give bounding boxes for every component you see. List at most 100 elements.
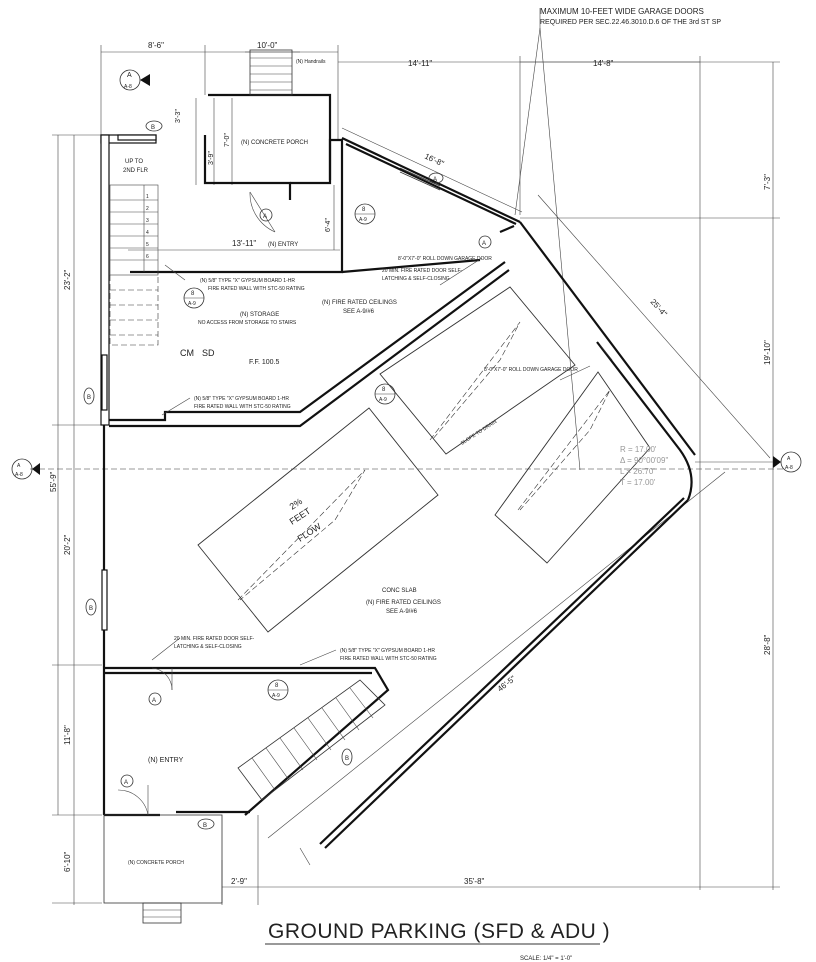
svg-text:1: 1 [146, 194, 149, 200]
fire-ceiling-top-line1: (N) FIRE RATED CEILINGS [322, 300, 397, 306]
svg-text:3: 3 [146, 218, 149, 224]
fire-ceiling-bot-line2: SEE A-9/#6 [386, 609, 418, 615]
conc-slab-label: CONC SLAB [382, 588, 417, 594]
parking-stall-top [379, 286, 576, 455]
svg-text:B: B [151, 125, 155, 131]
title-block: GROUND PARKING (SFD & ADU ) SCALE: 1/4" … [265, 920, 610, 962]
dim-right-7-3: 7'-3" [763, 174, 772, 190]
concrete-porch-bottom-label: (N) CONCRETE PORCH [128, 860, 184, 866]
fire-door-bot-line2: LATCHING & SELF-CLOSING [174, 644, 242, 650]
svg-text:B: B [203, 823, 207, 829]
gypsum-bot-line1: (N) 5/8" TYPE "X" GYPSUM BOARD 1-HR [340, 648, 435, 654]
dim-top-left: 8'-6" [148, 41, 164, 50]
leader-lines [151, 257, 591, 666]
dim-porch-3-9: 3'-9" [208, 151, 215, 165]
svg-text:B: B [87, 395, 91, 401]
svg-text:A-9: A-9 [272, 693, 280, 699]
dim-diag-16-8: 16'-8" [423, 152, 445, 169]
svg-text:8: 8 [191, 291, 195, 297]
sd-label: SD [202, 348, 215, 358]
cm-label: CM [180, 348, 194, 358]
dimension-lines [30, 8, 784, 905]
gypsum-top-line2: FIRE RATED WALL WITH STC-50 RATING [208, 286, 305, 292]
svg-text:B: B [345, 756, 349, 762]
dim-entry-depth: 6'-4" [325, 218, 332, 232]
entry-top-label: (N) ENTRY [268, 242, 298, 248]
building-walls [100, 49, 696, 924]
drawing-title: GROUND PARKING (SFD & ADU ) [268, 920, 610, 943]
parking-stall-right [494, 371, 651, 564]
dim-left-20-2: 20'-2" [63, 534, 72, 555]
fire-door-bot-line1: 20 MIN. FIRE RATED DOOR SELF- [174, 636, 255, 642]
svg-text:A-9: A-9 [359, 217, 367, 223]
svg-text:4: 4 [146, 230, 149, 236]
finish-floor-label: F.F. 100.5 [249, 359, 279, 366]
dim-porch-7: 7'-0" [224, 133, 231, 147]
dim-top-mid: 14'-11" [408, 59, 432, 68]
dim-left-6-10: 6'-10" [63, 851, 72, 872]
svg-text:A: A [152, 698, 156, 704]
svg-text:A: A [482, 241, 486, 247]
svg-text:A: A [17, 463, 21, 469]
svg-text:A-8: A-8 [124, 84, 132, 90]
header-note-line1: MAXIMUM 10-FEET WIDE GARAGE DOORS [540, 7, 704, 16]
up-to-label: UP TO [125, 159, 143, 165]
gypsum-mid-line1: (N) 5/8" TYPE "X" GYPSUM BOARD 1-HR [194, 396, 289, 402]
gypsum-top-line1: (N) 5/8" TYPE "X" GYPSUM BOARD 1-HR [200, 278, 295, 284]
svg-text:8: 8 [362, 207, 366, 213]
dim-left-11-8: 11'-8" [63, 725, 72, 745]
curve-radius: R = 17.00' [620, 445, 657, 454]
svg-text:2: 2 [146, 206, 149, 212]
dim-left-55-9: 55'-9" [49, 471, 58, 492]
svg-text:A: A [127, 72, 132, 79]
dim-bottom-35-8: 35'-8" [464, 877, 485, 886]
roll-door-1-label: 8'-0"X7'-0" ROLL DOWN GARAGE DOOR [398, 256, 492, 262]
dim-right-19-10: 19'-10" [763, 340, 772, 365]
gypsum-bot-line2: FIRE RATED WALL WITH STC-50 RATING [340, 656, 437, 662]
second-floor-label: 2ND FLR [123, 168, 149, 174]
dim-diag-46-5: 46'-5" [496, 674, 518, 694]
slope-label: SLOPE TO DRAIN [460, 419, 499, 447]
dim-top-porch: 10'-0" [257, 41, 278, 50]
fire-ceiling-top-line2: SEE A-9/#6 [343, 309, 375, 315]
svg-text:A: A [263, 214, 267, 220]
dim-bottom-2-9: 2'-9" [231, 877, 247, 886]
gypsum-mid-line2: FIRE RATED WALL WITH STC-50 RATING [194, 404, 291, 410]
room-labels: MAXIMUM 10-FEET WIDE GARAGE DOORS REQUIR… [123, 7, 721, 866]
svg-text:8: 8 [275, 683, 279, 689]
parking-stalls [197, 286, 651, 633]
dim-entry-width: 13'-11" [232, 239, 256, 248]
header-note-line2: REQUIRED PER SEC.22.46.3010.D.6 OF THE 3… [540, 19, 721, 26]
curve-delta: Δ = 90°00'09" [620, 456, 668, 465]
handrails-label: (N) Handrails [296, 59, 326, 65]
svg-text:8: 8 [382, 387, 386, 393]
svg-text:A-9: A-9 [379, 397, 387, 403]
entry-bottom-label: (N) ENTRY [148, 757, 184, 764]
storage-label: (N) STORAGE [240, 312, 279, 318]
roll-door-2-label: 8'-0"X7'-0" ROLL DOWN GARAGE DOOR [484, 367, 578, 373]
flow-line3: FLOW [296, 521, 324, 544]
curve-length: L = 26.70' [620, 467, 655, 476]
dim-porch-depth: 3'-3" [175, 109, 182, 123]
dim-right-28-8: 28'-8" [763, 634, 772, 655]
dim-top-right: 14'-8" [593, 59, 614, 68]
dim-left-23-2: 23'-2" [63, 269, 72, 290]
fire-door-top-line2: LATCHING & SELF-CLOSING [382, 276, 450, 282]
svg-text:A: A [124, 780, 128, 786]
svg-text:A-9: A-9 [188, 301, 196, 307]
concrete-porch-top-label: (N) CONCRETE PORCH [241, 140, 308, 146]
fire-ceiling-bot-line1: (N) FIRE RATED CEILINGS [366, 600, 441, 606]
svg-text:A-8: A-8 [15, 472, 23, 478]
svg-text:5: 5 [146, 242, 149, 248]
svg-text:A: A [787, 456, 791, 462]
dim-diag-25-4: 25'-4" [649, 297, 669, 318]
svg-text:A-8: A-8 [785, 465, 793, 471]
curve-tangent: T = 17.00' [620, 478, 656, 487]
svg-text:A: A [433, 177, 437, 183]
svg-text:6: 6 [146, 254, 149, 260]
drawing-scale: SCALE: 1/4" = 1'-0" [520, 956, 572, 962]
fire-door-top-line1: 20 MIN. FIRE RATED DOOR SELF- [382, 268, 463, 274]
parking-stall-left [197, 407, 439, 633]
no-access-note: NO ACCESS FROM STORAGE TO STAIRS [198, 320, 297, 326]
